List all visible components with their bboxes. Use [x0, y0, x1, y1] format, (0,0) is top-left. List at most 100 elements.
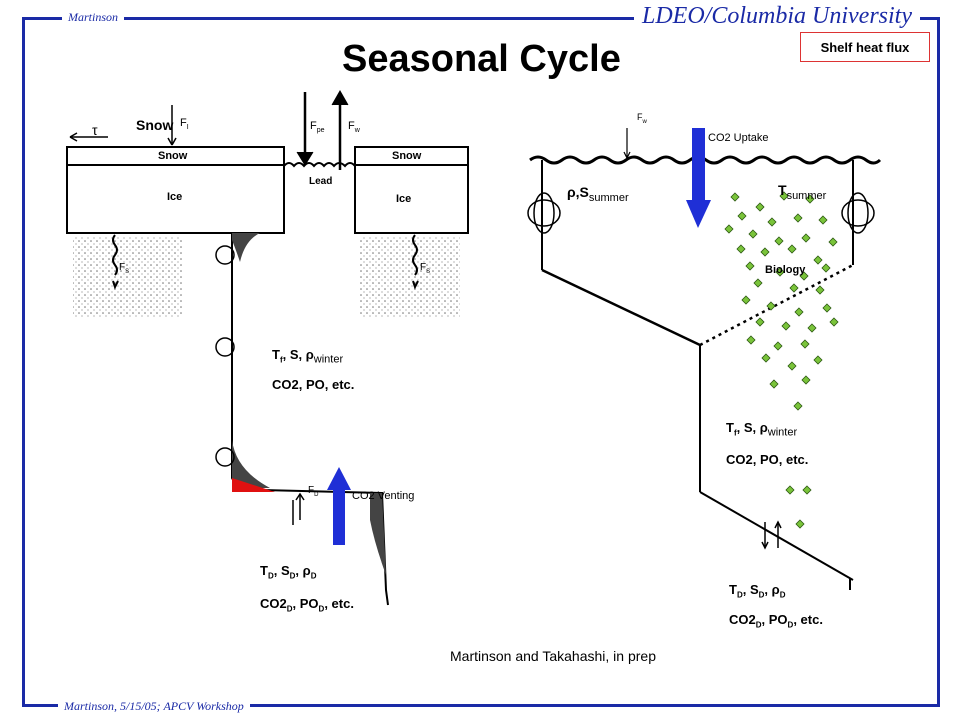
biology-diamond: [753, 278, 763, 288]
mixed-layer-right: [699, 263, 854, 347]
fs-wavy-arrow-left: [112, 234, 118, 276]
biology-diamond: [801, 233, 811, 243]
fs-arrowhead-left: [112, 280, 119, 290]
exchange-up-arrowhead: [774, 520, 782, 529]
left-winter-properties: Tf, S, ρwinter: [272, 347, 344, 366]
brine-rejection-left: [73, 237, 183, 317]
fpe-arrowhead: [296, 151, 314, 166]
biology-diamond: [793, 401, 803, 411]
co2-venting-label: CO2 Venting: [352, 490, 415, 502]
biology-diamond: [755, 202, 765, 212]
biology-diamond: [767, 217, 777, 227]
biology-diamond: [800, 339, 810, 349]
biology-diamond: [785, 485, 795, 495]
biology-diamond: [794, 307, 804, 317]
eddy-circle-1: [215, 245, 235, 265]
ice-snow-label-left: Snow: [136, 117, 174, 133]
biology-diamond: [799, 271, 809, 281]
left-ice-schematic: [66, 89, 469, 606]
slide-title: Seasonal Cycle: [342, 38, 621, 80]
lead-label: Lead: [309, 176, 333, 187]
fi-arrowhead: [167, 137, 177, 146]
left-deep-chemistry: CO2D, POD, etc.: [260, 596, 354, 614]
biology-diamond: [795, 519, 805, 529]
co2-venting-arrowhead: [327, 467, 351, 490]
co2-uptake-shaft: [692, 128, 705, 203]
biology-diamond: [779, 191, 789, 201]
header-author: Martinson: [62, 10, 125, 25]
biology-diamond: [761, 353, 771, 363]
eddy-circle-2: [215, 337, 235, 357]
biology-diamond: [736, 244, 746, 254]
profile-patch-bottom: [370, 493, 386, 575]
circulation-icon-right: [841, 192, 875, 234]
biology-diamond: [781, 321, 791, 331]
biology-diamond: [818, 215, 828, 225]
right-fw-arrowhead: [623, 151, 631, 160]
ice-label-left: Ice: [167, 191, 183, 203]
shelf-heat-flux-badge: Shelf heat flux: [800, 32, 930, 62]
biology-label: Biology: [765, 264, 806, 276]
biology-diamond: [760, 247, 770, 257]
biology-diamond: [774, 236, 784, 246]
biology-diamond: [828, 237, 838, 247]
biology-particles: [724, 191, 839, 529]
footer-text: Martinson, 5/15/05; APCV Workshop: [58, 699, 250, 714]
biology-diamond: [829, 317, 839, 327]
biology-diamond: [745, 261, 755, 271]
biology-diamond: [805, 194, 815, 204]
fpe-label: Fpe: [310, 120, 325, 135]
fs-label-right: FS: [420, 262, 431, 275]
fd-label: FD: [308, 485, 319, 498]
fs-label-left: FS: [119, 262, 130, 275]
left-ice-block: [66, 164, 285, 234]
mixed-layer-left: [541, 268, 701, 347]
circulation-icon-left: [527, 192, 561, 234]
biology-diamond: [766, 301, 776, 311]
biology-diamond: [813, 255, 823, 265]
profile-patch-top: [232, 233, 260, 262]
header-institution: LDEO/Columbia University: [634, 3, 920, 30]
biology-diamond: [748, 229, 758, 239]
eddy-circle-3: [215, 447, 235, 467]
fw-label-left: Fw: [348, 120, 360, 135]
biology-diamond: [802, 485, 812, 495]
fs-wavy-arrow-right: [412, 234, 418, 276]
biology-diamond: [773, 341, 783, 351]
biology-diamond: [821, 263, 831, 273]
slide-frame: [22, 17, 940, 707]
profile-patch-mid: [232, 440, 270, 488]
biology-diamond: [787, 244, 797, 254]
right-winter-properties: Tf, S, ρwinter: [726, 420, 798, 439]
right-deep-chemistry: CO2D, POD, etc.: [729, 612, 823, 630]
lead-water-surface: [283, 162, 356, 168]
biology-diamond: [769, 379, 779, 389]
fw-arrowhead: [331, 89, 349, 106]
t-summer-label: Tsummer: [778, 182, 827, 202]
snow-label-left: Snow: [158, 150, 188, 162]
biology-diamond: [822, 303, 832, 313]
tau-arrowhead: [69, 132, 78, 142]
biology-diamond: [813, 355, 823, 365]
biology-diamond: [801, 375, 811, 385]
fd-up-arrowhead: [295, 492, 305, 501]
biology-diamond: [746, 335, 756, 345]
sea-surface: [529, 155, 882, 165]
shelf-slope: [699, 491, 854, 581]
right-shelf-schematic: [527, 128, 882, 590]
right-ice-block: [354, 164, 469, 234]
credit-text: Martinson and Takahashi, in prep: [450, 648, 656, 664]
biology-diamond: [787, 361, 797, 371]
right-winter-chemistry: CO2, PO, etc.: [726, 452, 809, 467]
fi-label: FI: [180, 117, 189, 132]
ice-label-right: Ice: [396, 193, 412, 205]
biology-diamond: [730, 192, 740, 202]
co2-uptake-arrowhead: [686, 200, 711, 228]
biology-diamond: [789, 283, 799, 293]
biology-diamond: [815, 285, 825, 295]
fs-arrowhead-right: [412, 280, 419, 290]
snow-label-right: Snow: [392, 150, 422, 162]
biology-diamond: [737, 211, 747, 221]
fw-label-right: Fw: [637, 112, 647, 125]
